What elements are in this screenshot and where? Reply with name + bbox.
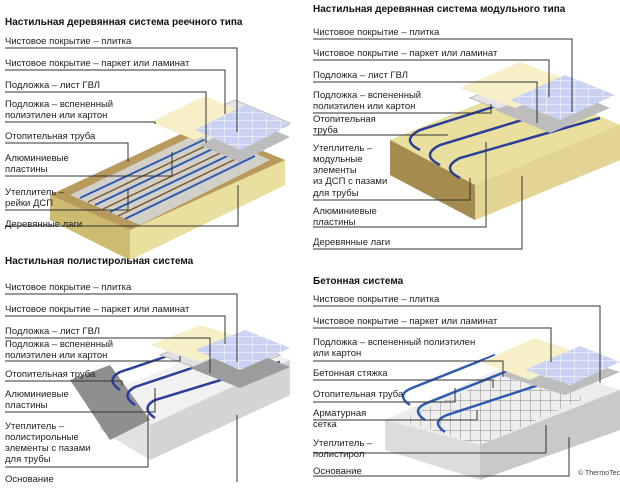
label-insulation-1: Утеплитель – — [5, 187, 65, 198]
label-foam-1: Подложка – вспененный — [5, 339, 114, 350]
heating-pipes-2 — [408, 98, 601, 180]
label-insulation-3: элементы — [313, 165, 357, 176]
label-mesh-2: сетка — [313, 419, 337, 430]
label-insulation-5: для трубы — [313, 188, 359, 199]
heating-pipes-4 — [401, 353, 561, 434]
leader-lines — [5, 38, 601, 482]
label-tile: Чистовое покрытие – плитка — [313, 27, 440, 38]
label-joists: Деревянные лаги — [5, 219, 83, 230]
label-joists: Деревянные лаги — [313, 237, 391, 248]
label-insulation-3: элементы с пазами — [5, 443, 91, 454]
label-pipe: Отопительная труба — [5, 369, 96, 380]
label-gvl: Подложка – лист ГВЛ — [5, 326, 101, 337]
label-aluminium-1: Алюминиевые — [313, 206, 377, 217]
label-parquet: Чистовое покрытие – паркет или ламинат — [313, 48, 498, 59]
label-aluminium-2: пластины — [313, 217, 356, 228]
panel-1-title: Настильная деревянная система реечного т… — [5, 17, 243, 28]
label-insulation-2: модульные — [313, 154, 363, 165]
label-foam-2: полиэтилен или картон — [313, 101, 416, 112]
heating-pipes — [79, 136, 256, 220]
label-tile: Чистовое покрытие – плитка — [313, 294, 440, 305]
panel-2-illustration — [390, 62, 620, 220]
label-parquet: Чистовое покрытие – паркет или ламинат — [5, 58, 190, 69]
label-insulation-1: Утеплитель – — [5, 421, 65, 432]
panel-4-title: Бетонная система — [313, 276, 404, 287]
label-parquet: Чистовое покрытие – паркет или ламинат — [313, 316, 498, 327]
label-insulation-2: полистирольные — [5, 432, 79, 443]
label-foam-1: Подложка – вспененный — [313, 90, 422, 101]
label-pipe: Отопительная труба — [313, 389, 404, 400]
label-foam-2: полиэтилен или картон — [5, 350, 108, 361]
label-tile: Чистовое покрытие – плитка — [5, 282, 132, 293]
label-foam-2: или картон — [313, 348, 362, 359]
label-insulation-1: Утеплитель – — [313, 438, 373, 449]
panel-4-illustration — [385, 338, 620, 480]
label-foam-1: Подложка – вспененный полиэтилен — [313, 337, 476, 348]
label-foam-1: Подложка – вспененный — [5, 99, 114, 110]
label-base: Основание — [5, 474, 54, 485]
label-insulation-4: для трубы — [5, 454, 51, 465]
label-base: Основание — [313, 466, 362, 477]
label-aluminium-2: пластины — [5, 400, 48, 411]
label-insulation-4: из ДСП с пазами — [313, 176, 388, 187]
label-tile: Чистовое покрытие – плитка — [5, 36, 132, 47]
label-pipe-2: труба — [313, 125, 338, 136]
tile-layer — [195, 105, 290, 150]
label-insulation-2: полистирол — [313, 449, 365, 460]
label-aluminium-1: Алюминиевые — [5, 389, 69, 400]
label-aluminium-2: пластины — [5, 164, 48, 175]
label-insulation-1: Утеплитель – — [313, 143, 373, 154]
label-insulation-2: рейки ДСП — [5, 198, 54, 209]
copyright: © ThermoTec — [578, 470, 620, 477]
label-screed: Бетонная стяжка — [313, 368, 388, 379]
panel-2-title: Настильная деревянная система модульного… — [313, 4, 566, 15]
label-mesh-1: Арматурная — [313, 408, 367, 419]
label-pipe: Отопительная труба — [5, 131, 96, 142]
label-parquet: Чистовое покрытие – паркет или ламинат — [5, 304, 190, 315]
label-gvl: Подложка – лист ГВЛ — [5, 80, 101, 91]
panel-3-title: Настильная полистирольная система — [5, 256, 194, 267]
label-aluminium-1: Алюминиевые — [5, 153, 69, 164]
label-foam-2: полиэтилен или картон — [5, 110, 108, 121]
label-pipe-1: Отопительная — [313, 114, 376, 125]
label-gvl: Подложка – лист ГВЛ — [313, 70, 409, 81]
